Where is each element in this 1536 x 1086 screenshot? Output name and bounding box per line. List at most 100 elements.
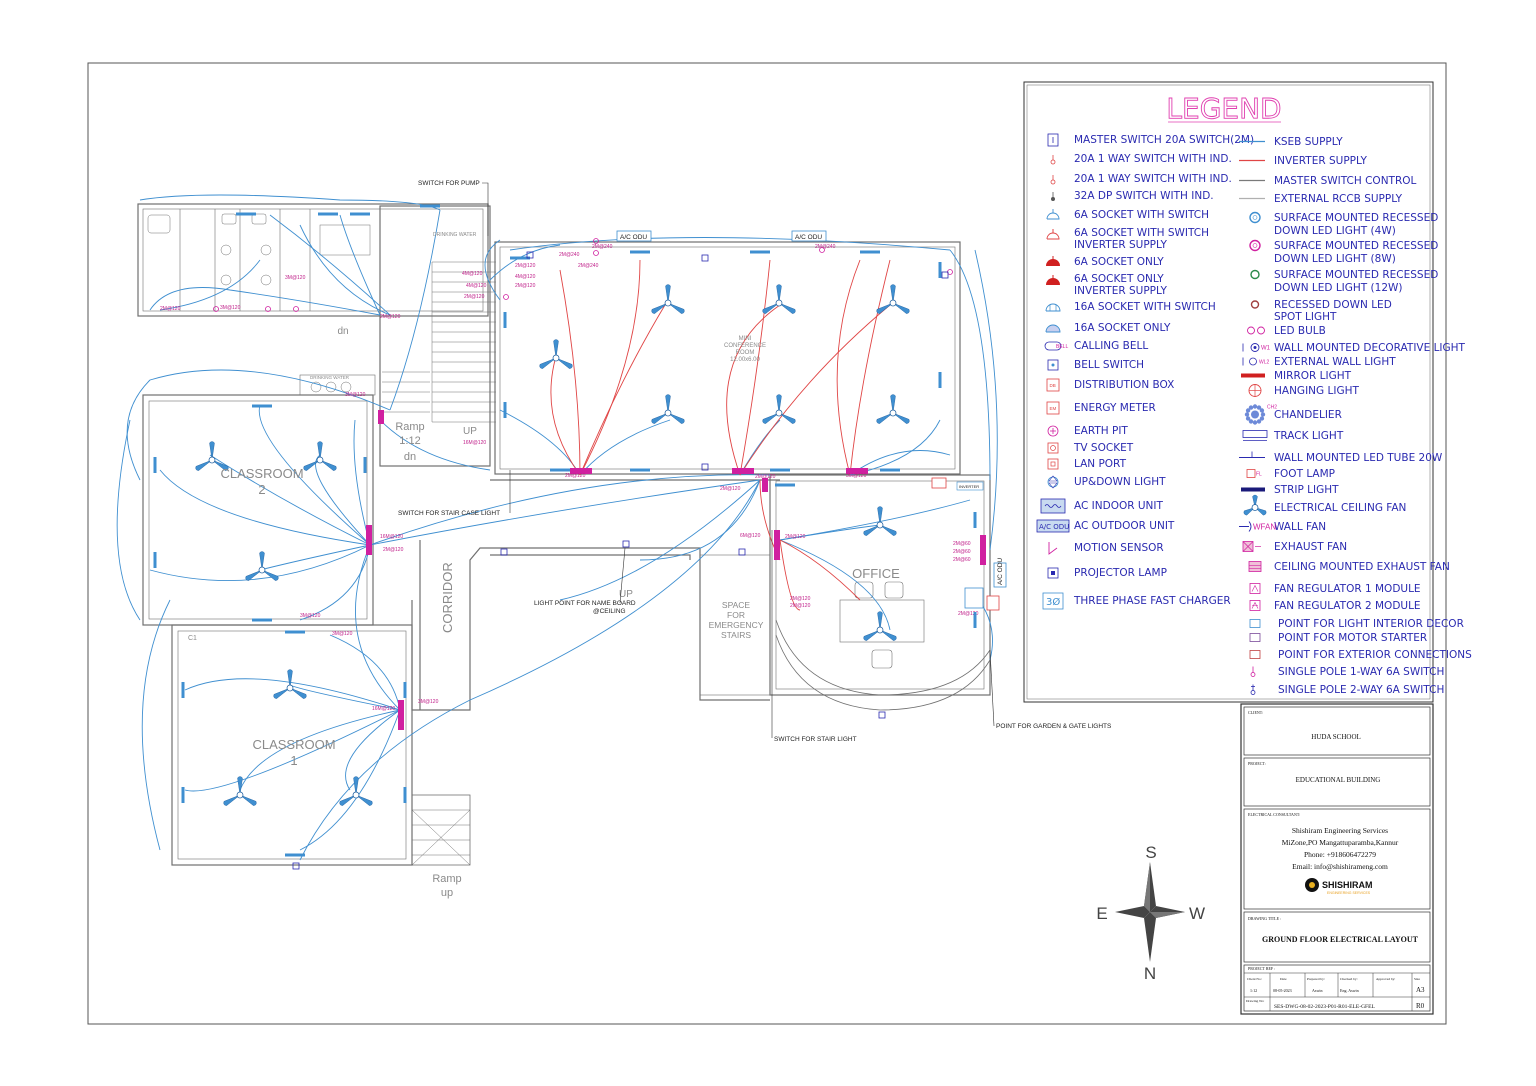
- legend-item-label: TRACK LIGHT: [1273, 430, 1344, 442]
- led-tube-icon: [630, 250, 650, 254]
- ceiling-fans: [195, 284, 910, 806]
- led-tube-icon: [550, 468, 570, 472]
- drinking-water-label: DRINKING WATER: [310, 375, 350, 380]
- client-label: CLIENT:: [1248, 710, 1263, 715]
- switchboard: [366, 525, 372, 555]
- drawing-no-label: Drawing No:: [1246, 999, 1264, 1003]
- led-bulb-icon: [1247, 326, 1265, 335]
- projector-lamp-icon: [500, 548, 508, 556]
- room-label-conference-size: 12.00x6.00: [730, 357, 760, 363]
- tv-socket-icon: [1047, 442, 1059, 454]
- circuit-label: 4M@120: [466, 283, 487, 289]
- stair-up-label: UP: [463, 426, 477, 437]
- legend-item-label: SURFACE MOUNTED RECESSED: [1274, 240, 1438, 252]
- ceiling-fan-icon: [195, 441, 229, 471]
- room-label-corridor: CORRIDOR: [440, 562, 455, 633]
- circuit-label: 2M@120: [958, 611, 979, 617]
- circuit-label: 3M@120: [418, 699, 439, 705]
- table-header-prepared: Prepared by:: [1307, 977, 1325, 981]
- drawing-title-label: DRAWING TITLE :: [1248, 916, 1281, 921]
- led-tube-icon: [938, 372, 942, 388]
- table-value-client-no: 1:12: [1250, 988, 1257, 993]
- plan-notes: SWITCH FOR PUMP SWITCH FOR STAIR CASE LI…: [398, 180, 1112, 743]
- interior-decor-point-icon: [1249, 619, 1261, 628]
- circuit-label: 4M@120: [515, 274, 536, 280]
- circuit-label: 2M@120: [790, 596, 811, 602]
- legend-item-label: 16A SOCKET WITH SWITCH: [1074, 301, 1216, 313]
- legend-item-label: WALL MOUNTED LED TUBE 20W: [1274, 452, 1443, 464]
- legend-item-label: EXHAUST FAN: [1274, 541, 1347, 553]
- revision: R0: [1416, 1002, 1425, 1010]
- legend-item-label: 6A SOCKET ONLY: [1074, 273, 1164, 285]
- led-tube-icon: [503, 402, 507, 418]
- projector-lamp-icon: [878, 711, 886, 719]
- legend-item-label: 6A SOCKET WITH SWITCH: [1074, 209, 1209, 221]
- room-label-emergency: SPACE: [722, 600, 751, 610]
- legend-item-label: THREE PHASE FAST CHARGER: [1073, 595, 1231, 607]
- legend-panel: LEGEND MASTER SWITCH 20A SWITCH(2M)20A 1…: [1023, 81, 1472, 703]
- wall-fan-icon: WFAN: [1239, 521, 1276, 532]
- motion-sensor-icon: [1048, 542, 1058, 555]
- ceiling-fan-icon: [1243, 494, 1267, 516]
- circuit-label: 2M@60: [953, 557, 971, 563]
- circuit-label: 2M@240: [559, 252, 580, 258]
- circuit-label: 2M@120: [160, 306, 181, 312]
- calling-bell-icon: BELL: [1044, 341, 1068, 351]
- ceiling-fan-icon: [273, 669, 307, 699]
- led-tube-icon: [236, 212, 256, 216]
- circuit-label: 3M@120: [345, 392, 366, 398]
- projector-lamp-icon: [622, 540, 630, 548]
- legend-item-label: 6A SOCKET ONLY: [1074, 256, 1164, 268]
- note-garden-gate: POINT FOR GARDEN & GATE LIGHTS: [996, 723, 1112, 730]
- fan-regulator-1-icon: [1249, 583, 1261, 594]
- led-tube-icon: [350, 212, 370, 216]
- led-bulb-icon: [265, 306, 271, 312]
- circuit-label: 2M@120: [515, 263, 536, 269]
- three-phase-tag: 3Ø: [1046, 596, 1060, 608]
- distribution-box-tag: DB: [1050, 383, 1056, 388]
- legend-item-label: ELECTRICAL CEILING FAN: [1274, 502, 1406, 514]
- table-header-approved: Approved by:: [1376, 977, 1395, 981]
- legend-item-label: CEILING MOUNTED EXHAUST FAN: [1274, 561, 1450, 573]
- room-label-classroom2: CLASSROOM: [220, 466, 303, 481]
- legend-item-label: MASTER SWITCH 20A SWITCH(2M): [1074, 134, 1254, 146]
- projector-lamp-icon: [738, 548, 746, 556]
- spot-light-icon: [1250, 300, 1260, 309]
- chandelier-icon: CH2: [1244, 404, 1277, 425]
- title-block: [1240, 703, 1434, 1015]
- ceiling-fan-icon: [223, 776, 257, 806]
- circuit-label: 2M@120: [720, 486, 741, 492]
- circuit-label: 2M@120: [565, 473, 586, 479]
- title-block-text: CLIENT: HUDA SCHOOL PROJECT: EDUCATIONAL…: [1246, 710, 1425, 1010]
- legend-item-label: INVERTER SUPPLY: [1074, 285, 1167, 297]
- circuit-label: 2M@240: [578, 263, 599, 269]
- led-tube-icon: [750, 250, 770, 254]
- circuit-label: 2M@60: [953, 549, 971, 555]
- circuit-label: 16M@120: [463, 440, 486, 446]
- projector-lamp-icon: [526, 251, 534, 259]
- strip-light-icon: [1241, 487, 1265, 492]
- table-header-date: Date: [1280, 977, 1287, 981]
- client-name: HUDA SCHOOL: [1311, 733, 1361, 741]
- energy-meter-icon: EM: [1046, 401, 1060, 415]
- led-tube-icon: [503, 312, 507, 328]
- circuit-label: 2M@240: [815, 244, 836, 250]
- room-label-classroom1-number: 1: [290, 753, 297, 768]
- legend-item-label: FOOT LAMP: [1274, 468, 1335, 480]
- led-bulb-icon: [593, 238, 599, 244]
- projector-lamp-icon: [941, 271, 949, 279]
- legend-item-label: HANGING LIGHT: [1274, 385, 1359, 397]
- exhaust-fan-icon: [1242, 541, 1261, 552]
- earth-pit-icon: [1047, 425, 1059, 437]
- socket-inverter-icon: [1046, 275, 1060, 285]
- switchboard: [732, 468, 754, 474]
- room-label-emergency: STAIRS: [721, 630, 751, 640]
- ac-odu-tag: A/C ODU: [620, 234, 647, 241]
- circuit-label: 2M@120: [383, 547, 404, 553]
- note-light-name-board: LIGHT POINT FOR NAME BOARD: [534, 600, 636, 607]
- stair-up-label: UP: [619, 589, 633, 600]
- legend-item-label: POINT FOR EXTERIOR CONNECTIONS: [1278, 649, 1472, 661]
- circuit-label: 2M@60: [953, 541, 971, 547]
- led-tube-icon: [181, 787, 185, 803]
- two-way-switch-icon: [1250, 684, 1256, 695]
